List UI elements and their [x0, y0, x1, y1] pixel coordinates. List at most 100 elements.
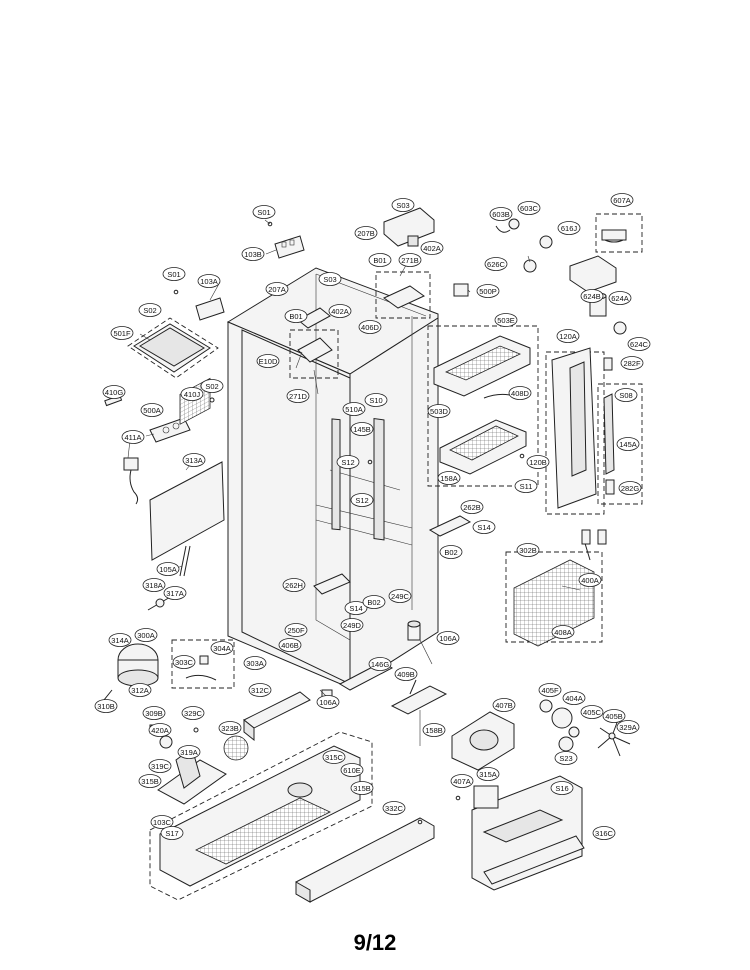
- svg-text:400A: 400A: [581, 576, 599, 585]
- svg-text:282G: 282G: [621, 484, 640, 493]
- callout-407b: 407B: [492, 698, 516, 712]
- svg-text:318A: 318A: [145, 581, 163, 590]
- callout-312c: 312C: [248, 683, 272, 697]
- callout-s12: S12: [336, 455, 360, 469]
- callout-410j: 410J: [180, 387, 204, 401]
- screws: [173, 221, 525, 825]
- callout-400a: 400A: [578, 573, 602, 587]
- svg-text:510A: 510A: [345, 405, 363, 414]
- callout-607a: 607A: [610, 193, 634, 207]
- svg-text:S23: S23: [559, 754, 572, 763]
- callout-319c: 319C: [148, 759, 172, 773]
- svg-text:145B: 145B: [353, 425, 371, 434]
- svg-text:315B: 315B: [353, 784, 371, 793]
- callout-s14: S14: [344, 601, 368, 615]
- svg-text:B02: B02: [444, 548, 457, 557]
- svg-text:B01: B01: [289, 312, 302, 321]
- svg-text:407A: 407A: [453, 777, 471, 786]
- callout-300a: 300A: [134, 628, 158, 642]
- svg-text:319C: 319C: [151, 762, 170, 771]
- svg-text:158A: 158A: [440, 474, 458, 483]
- svg-text:103B: 103B: [244, 250, 262, 259]
- callout-626c: 626C: [484, 257, 508, 271]
- svg-text:S01: S01: [257, 208, 270, 217]
- callout-s12: S12: [350, 493, 374, 507]
- callout-145a: 145A: [616, 437, 640, 451]
- svg-text:409B: 409B: [397, 670, 415, 679]
- svg-text:312A: 312A: [131, 686, 149, 695]
- svg-text:408A: 408A: [554, 628, 572, 637]
- svg-text:405C: 405C: [583, 708, 602, 717]
- svg-text:405F: 405F: [541, 686, 559, 695]
- svg-text:S02: S02: [143, 306, 156, 315]
- callout-503e: 503E: [494, 313, 518, 327]
- callout-316c: 316C: [592, 826, 616, 840]
- callout-304a: 304A: [210, 641, 234, 655]
- callout-103a: 103A: [197, 274, 221, 288]
- svg-text:120B: 120B: [529, 458, 547, 467]
- page-number: 9/12: [353, 930, 397, 955]
- callout-s01: S01: [162, 267, 186, 281]
- callout-402a: 402A: [328, 304, 352, 318]
- svg-text:610E: 610E: [343, 766, 361, 775]
- callout-624b: 624B: [580, 289, 604, 303]
- svg-text:302B: 302B: [519, 546, 537, 555]
- callout-501f: 501F: [110, 326, 134, 340]
- grille-103c: [295, 817, 435, 903]
- svg-text:S16: S16: [555, 784, 568, 793]
- svg-text:402A: 402A: [423, 244, 441, 253]
- svg-text:332C: 332C: [385, 804, 404, 813]
- svg-text:E10D: E10D: [259, 357, 278, 366]
- svg-text:603C: 603C: [520, 204, 539, 213]
- svg-text:420A: 420A: [151, 726, 169, 735]
- svg-text:503E: 503E: [497, 316, 515, 325]
- svg-text:103C: 103C: [153, 818, 172, 827]
- callout-labels: S01S03207B402A603B603C607A103B616J626CB0…: [94, 193, 651, 840]
- callout-271d: 271D: [286, 389, 310, 403]
- callout-603c: 603C: [517, 201, 541, 215]
- duct-312c: [243, 691, 311, 742]
- svg-text:262B: 262B: [463, 503, 481, 512]
- svg-text:262H: 262H: [285, 581, 303, 590]
- callout-s02: S02: [200, 379, 224, 393]
- callout-405f: 405F: [538, 683, 562, 697]
- callout-158a: 158A: [437, 471, 461, 485]
- callout-409b: 409B: [394, 667, 418, 681]
- svg-text:S02: S02: [205, 382, 218, 391]
- callout-s14: S14: [472, 520, 496, 534]
- part-262h: [313, 573, 351, 595]
- callout-318a: 318A: [142, 578, 166, 592]
- callout-103b: 103B: [241, 247, 265, 261]
- svg-text:607A: 607A: [613, 196, 631, 205]
- callout-309b: 309B: [142, 706, 166, 720]
- svg-text:603B: 603B: [492, 210, 510, 219]
- cord-411a: [123, 457, 139, 505]
- svg-text:106A: 106A: [439, 634, 457, 643]
- callout-315c: 315C: [322, 750, 346, 764]
- callout-249d: 249D: [340, 618, 364, 632]
- part-103b: [274, 235, 305, 259]
- callout-s08: S08: [614, 388, 638, 402]
- svg-text:407B: 407B: [495, 701, 513, 710]
- callout-145b: 145B: [350, 422, 374, 436]
- callout-207b: 207B: [354, 226, 378, 240]
- callout-e10d: E10D: [256, 354, 280, 368]
- bracket-271b: [375, 271, 431, 319]
- svg-text:315B: 315B: [141, 777, 159, 786]
- callout-402a: 402A: [420, 241, 444, 255]
- callout-120a: 120A: [556, 329, 580, 343]
- callout-310b: 310B: [94, 699, 118, 713]
- svg-text:271D: 271D: [289, 392, 308, 401]
- svg-text:405B: 405B: [605, 712, 623, 721]
- callout-271b: 271B: [398, 253, 422, 267]
- svg-text:316C: 316C: [595, 829, 614, 838]
- callout-624a: 624A: [608, 291, 632, 305]
- svg-text:S14: S14: [477, 523, 490, 532]
- svg-text:S03: S03: [396, 201, 409, 210]
- part-500p: [453, 283, 469, 297]
- svg-text:319A: 319A: [180, 748, 198, 757]
- svg-text:626C: 626C: [487, 260, 506, 269]
- callout-408d: 408D: [508, 386, 532, 400]
- svg-text:329C: 329C: [184, 709, 203, 718]
